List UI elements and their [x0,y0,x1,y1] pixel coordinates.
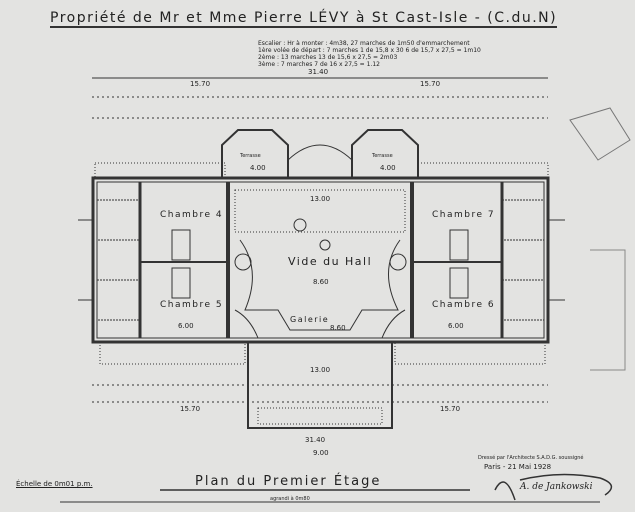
room-chambre-7: Chambre 7 [432,210,496,220]
place-date: Paris - 21 Mai 1928 [484,463,552,471]
terrace-right-dim: 4.00 [380,164,396,172]
stair-note: 3ème : 7 marches 7 de 16 x 27,5 = 1.12 [258,61,380,68]
room-galerie: Galerie [290,315,330,324]
signature-mark [494,473,613,501]
chambre-5-dim: 6.00 [178,322,194,330]
drawing-title: Propriété de Mr et Mme Pierre LÉVY à St … [50,10,558,28]
scale-label: Échelle de 0m01 p.m. [16,480,93,488]
terrace-left-dim: 4.00 [250,164,266,172]
half-width-left: 15.70 [190,80,211,88]
center-bottom: 13.00 [310,366,331,374]
terrace-right [351,129,419,178]
room-chambre-6: Chambre 6 [432,300,496,310]
bottom-overall: 31.40 [305,436,326,444]
stair-note: 2ème : 13 marches 13 de 15,6 x 27,5 = 2m… [258,54,398,61]
room-vide-du-hall: Vide du Hall [288,255,373,268]
terrace-left-label: Terrasse [240,153,261,159]
half-width-right-bottom: 15.70 [440,405,461,413]
center-top: 13.00 [310,195,331,203]
stair-note: Escalier : Hr à monter : 4m38, 27 marche… [258,40,470,47]
terrace-right-label: Terrasse [372,153,393,159]
chambre-6-dim: 6.00 [448,322,464,330]
overall-width: 31.40 [308,68,329,76]
stair-note: 1ère volée de départ : 7 marches 1 de 15… [258,47,481,54]
signature: A. de Jankowski [520,482,593,492]
bottom-projection [247,342,393,429]
main-building-outline [91,176,550,344]
half-width-right: 15.70 [420,80,441,88]
room-chambre-5: Chambre 5 [160,300,224,310]
galerie-dim: 8.60 [330,324,346,332]
room-chambre-4: Chambre 4 [160,210,224,220]
terrace-left [221,129,289,178]
plan-title: Plan du Premier Étage [195,474,382,489]
hall-void-outline [239,239,401,331]
half-width-left-bottom: 15.70 [180,405,201,413]
architect-note: Dressé par l'Architecte S.A.D.G. soussig… [478,455,584,461]
hall-dim: 8.60 [313,278,329,286]
bottom-center: 9.00 [313,449,329,457]
scale-bar-label: agrandi à 0m80 [270,496,310,502]
